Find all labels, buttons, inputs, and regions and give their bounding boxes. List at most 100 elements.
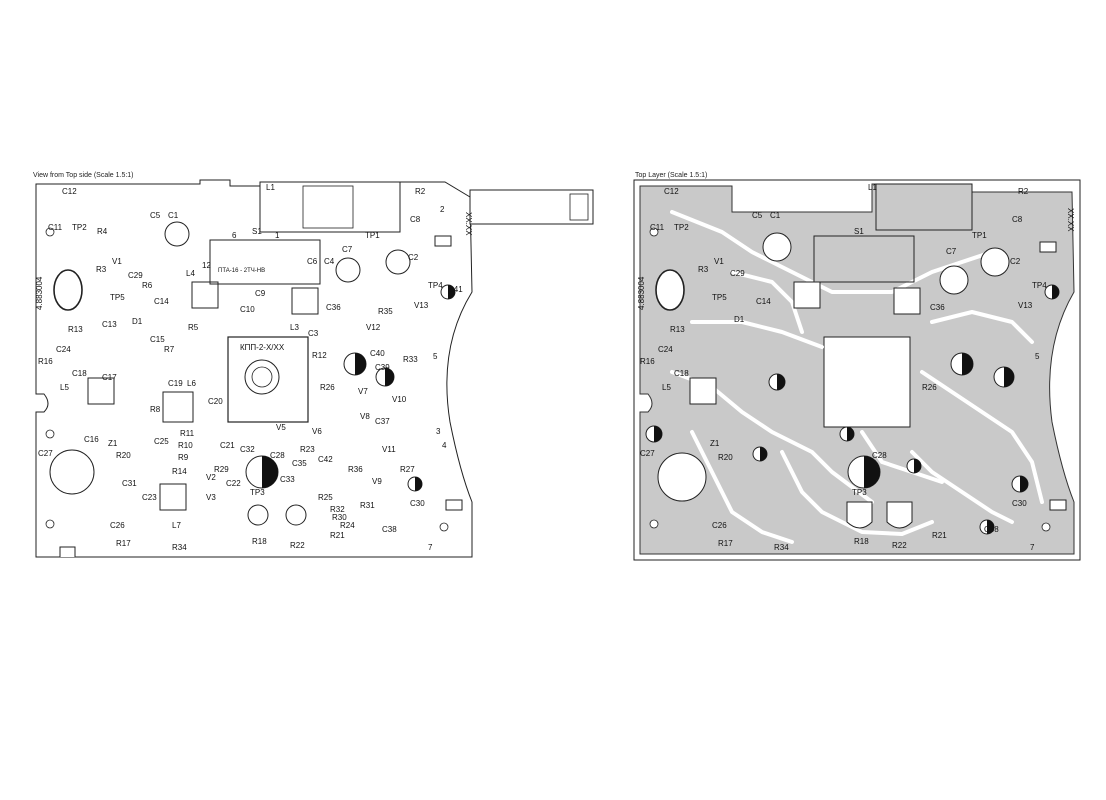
label-c23: C23: [142, 493, 157, 502]
label-r9: R9: [178, 453, 189, 462]
label-tp3: TP3: [250, 488, 265, 497]
label-3: 3: [436, 427, 441, 436]
layer-label-r18: R18: [854, 537, 869, 546]
label-c33: C33: [280, 475, 295, 484]
central-cutout: [823, 336, 911, 428]
pad-c27: [657, 452, 707, 502]
pad-c30-mark: [1020, 476, 1028, 492]
label-c8: C8: [410, 215, 421, 224]
pad-l3: [893, 287, 921, 315]
pad-c38-mark: [987, 520, 994, 534]
label-c38: C38: [382, 525, 397, 534]
label-5: 5: [433, 352, 438, 361]
label-tp2: TP2: [72, 223, 87, 232]
label-r22: R22: [290, 541, 305, 550]
layer-label-r3: R3: [698, 265, 709, 274]
label-c2: C2: [408, 253, 419, 262]
label-v7: V7: [358, 387, 368, 396]
label-c39-text: C39: [375, 363, 390, 372]
label-r30: R30: [332, 513, 347, 522]
pad-l4: [793, 281, 821, 309]
label-c28: C28: [270, 451, 285, 460]
layer-label-r21: R21: [932, 531, 947, 540]
pad-r22: [886, 501, 913, 529]
cap-c39-mark: [385, 368, 394, 386]
label-r31: R31: [360, 501, 375, 510]
label-12: 12: [202, 261, 211, 270]
layer-label-c5: C5: [752, 211, 763, 220]
trimmer-r18: [247, 504, 269, 526]
layer-label-z1: Z1: [710, 439, 720, 448]
layer-label-tp2: TP2: [674, 223, 689, 232]
switch-s1-outline: [813, 235, 915, 283]
layer-label-c7: C7: [946, 247, 957, 256]
switch-s1-marking: ПТА-16 - 2ТЧ-НВ: [218, 268, 265, 274]
label-c6: C6: [307, 257, 318, 266]
label-s1: S1: [252, 227, 262, 236]
label-c31: C31: [122, 479, 137, 488]
layer-label-tp1: TP1: [972, 231, 987, 240]
hole-1: [45, 227, 55, 237]
layer-label-c11: C11: [650, 223, 665, 232]
pad-bottom-right-l: [1049, 499, 1067, 511]
label-z1: Z1: [108, 439, 118, 448]
label-7: 7: [428, 543, 433, 552]
mounting-hole: [655, 269, 685, 311]
layer-label-tp3: TP3: [852, 488, 867, 497]
label-v6: V6: [312, 427, 322, 436]
hole-l3: [1041, 522, 1051, 532]
trimmer-c1: [164, 221, 190, 247]
central-module-knob-inner: [251, 366, 273, 388]
label-6: 6: [232, 231, 237, 240]
layer-label-c28: C28: [872, 451, 887, 460]
layer-label-c18: C18: [674, 369, 689, 378]
layer-label-c26: C26: [712, 521, 727, 530]
layer-label-tp4: TP4: [1032, 281, 1047, 290]
layer-label-5: 5: [1035, 352, 1040, 361]
l1-connector-inner: [302, 185, 354, 229]
label-4: 4: [442, 441, 447, 450]
label-d1: D1: [132, 317, 143, 326]
pad-c32-mark: [847, 427, 854, 441]
l1-connector-body: [259, 181, 401, 233]
layer-label-v13: V13: [1018, 301, 1033, 310]
label-r25: R25: [318, 493, 333, 502]
layer-label-r17: R17: [718, 539, 733, 548]
label-c3: C3: [308, 329, 319, 338]
layer-label-tp5: TP5: [712, 293, 727, 302]
coil-l3: [291, 287, 319, 315]
layer-label-r26: R26: [922, 383, 937, 392]
label-tp4: TP4: [428, 281, 443, 290]
label-r12: R12: [312, 351, 327, 360]
label-r35: R35: [378, 307, 393, 316]
label-l3: L3: [290, 323, 299, 332]
label-c19: C19: [168, 379, 183, 388]
layer-label-v1: V1: [714, 257, 724, 266]
coil-l5: [87, 377, 115, 405]
pad-top-right: [434, 235, 452, 247]
component-labels: C12 C11 TP2 R4 C5 C1 S1 6 1 L1 R2 C8 2 T…: [38, 183, 463, 552]
trimmer-c7: [335, 257, 361, 283]
hole-4: [439, 522, 449, 532]
label-v10: V10: [392, 395, 407, 404]
hole-l2: [649, 519, 659, 529]
label-r23: R23: [300, 445, 315, 454]
label-r13: R13: [68, 325, 83, 334]
central-module: [227, 336, 309, 423]
label-v11: V11: [382, 445, 396, 454]
label-c42: C42: [318, 455, 333, 464]
label-r33: R33: [403, 355, 418, 364]
label-r5: R5: [188, 323, 199, 332]
label-r29: R29: [214, 465, 229, 474]
cap-c40-mark: [355, 353, 366, 375]
label-c21: C21: [220, 441, 235, 450]
label-r11: R11: [180, 429, 195, 438]
cap-c41-mark: [448, 285, 455, 299]
label-r34: R34: [172, 543, 187, 552]
label-v5: V5: [276, 423, 286, 432]
label-c36: C36: [326, 303, 341, 312]
pad-c35-mark: [914, 459, 921, 473]
board-outline: [35, 179, 473, 558]
label-c16: C16: [84, 435, 99, 444]
antenna-tip: [569, 193, 589, 221]
